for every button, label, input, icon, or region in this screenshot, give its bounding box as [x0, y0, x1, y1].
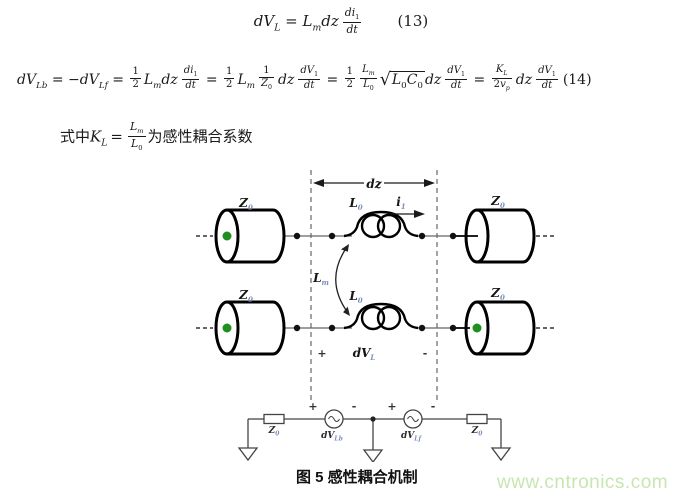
equivalent-circuit: [237, 409, 512, 462]
dvl-label: dVL: [353, 346, 376, 362]
junction-dot: [328, 324, 336, 332]
z0-label-bottom-left: Z0: [238, 288, 253, 304]
coax-cylinder-top-right: [464, 208, 536, 264]
mutual-inductance-arrow: [335, 244, 350, 316]
junction-dot: [449, 232, 457, 240]
dvlf-label: dVLf: [401, 431, 423, 443]
lm-label: Lm: [312, 271, 329, 287]
junction-dot: [418, 232, 426, 240]
z0-label-top-right: Z0: [490, 194, 505, 210]
z0-label-circuit-right: Z0: [471, 426, 484, 438]
junction-dot: [418, 324, 426, 332]
dz-dimension-arrow: [313, 179, 435, 187]
resistor-z0-right: [466, 413, 488, 425]
sine-glyph: [328, 415, 340, 423]
z0-label-top-left: Z0: [238, 196, 253, 212]
dz-label: dz: [366, 177, 382, 191]
sine-glyph: [407, 415, 419, 423]
center-conductor-dot: [222, 323, 232, 333]
l0-label-bottom: L0: [348, 289, 362, 305]
z0-label-bottom-right: Z0: [490, 286, 505, 302]
figure-caption: 图 5 感性耦合机制: [296, 469, 418, 486]
junction-dot: [293, 324, 301, 332]
figure-diagram: dz i1: [196, 170, 557, 462]
current-arrow-i1: [390, 210, 425, 218]
junction-dot: [328, 232, 336, 240]
ground-symbol: [490, 447, 512, 462]
minus-sign: -: [352, 400, 357, 413]
dvlb-label: dVLb: [321, 431, 343, 443]
z0-label-circuit-left: Z0: [268, 426, 281, 438]
i1-label: i1: [396, 195, 405, 211]
minus-sign: -: [431, 400, 436, 413]
inductor-symbol-bottom: [343, 302, 419, 331]
coax-cylinder-bottom-left: [214, 300, 286, 356]
minus-sign: -: [423, 347, 428, 360]
inductor-symbol-top: [343, 210, 419, 239]
watermark: www.cntronics.com: [497, 472, 669, 493]
junction-dot: [449, 324, 457, 332]
plus-sign: +: [308, 400, 317, 413]
plus-sign: +: [317, 347, 326, 360]
center-conductor-dot: [222, 231, 232, 241]
coax-cylinder-bottom-right: [464, 300, 536, 356]
coax-cylinder-top-left: [214, 208, 286, 264]
l0-label-top: L0: [348, 196, 362, 212]
node-dot: [370, 416, 376, 422]
resistor-z0-left: [263, 413, 285, 425]
center-conductor-dot: [472, 323, 482, 333]
plus-sign: +: [387, 400, 396, 413]
junction-dot: [293, 232, 301, 240]
ground-symbol: [362, 449, 384, 462]
ground-symbol: [237, 447, 259, 462]
